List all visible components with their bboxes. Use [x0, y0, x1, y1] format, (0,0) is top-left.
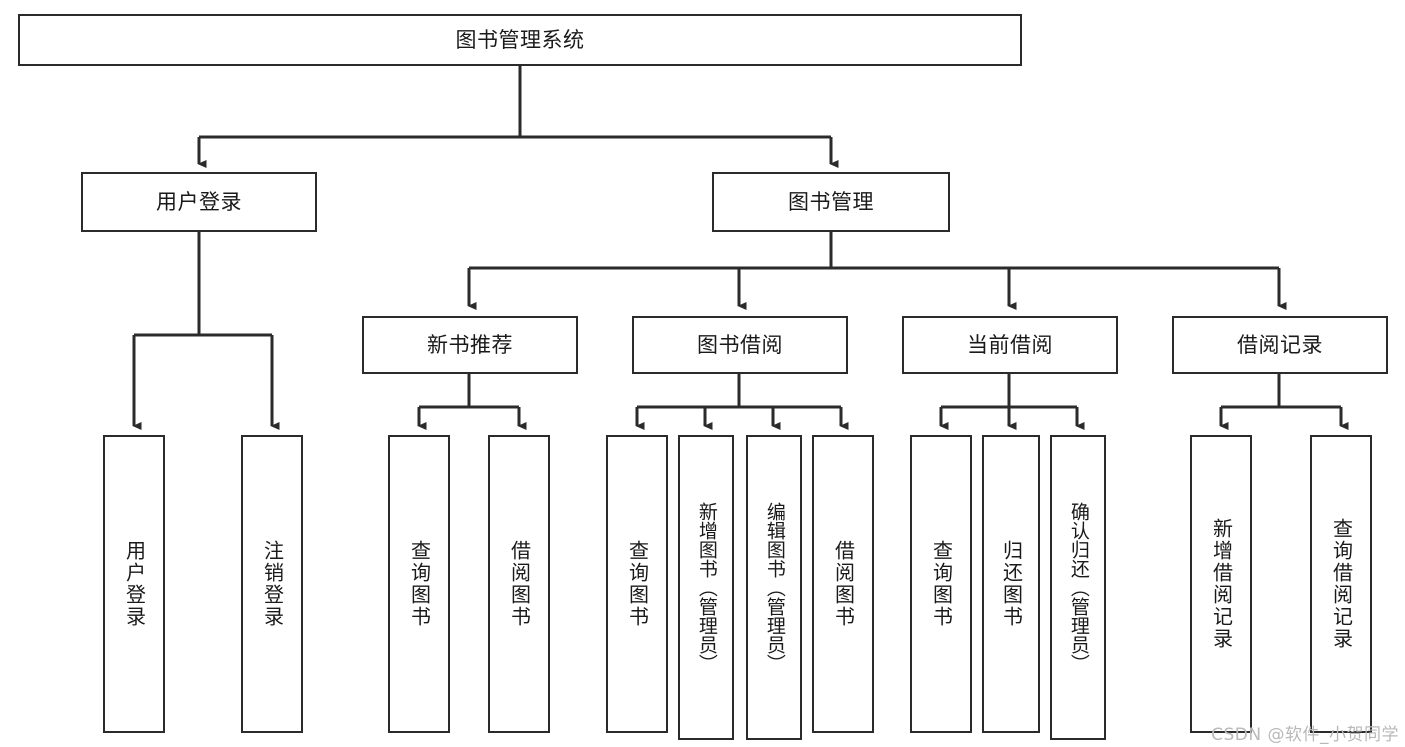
node-label: 当前借阅 — [967, 332, 1053, 357]
leaf-confirm-return-admin[interactable]: 确认归还（管理员） — [1050, 435, 1106, 740]
node-book-management[interactable]: 图书管理 — [712, 172, 950, 232]
node-label: 查询图书 — [929, 540, 954, 628]
node-label: 图书管理系统 — [455, 27, 585, 52]
node-label: 注销登录 — [260, 540, 285, 628]
leaf-user-login[interactable]: 用户登录 — [103, 435, 165, 733]
leaf-query-book-new-recommendation[interactable]: 查询图书 — [388, 435, 450, 733]
node-label: 新增借阅记录 — [1209, 518, 1234, 650]
leaf-edit-book-admin[interactable]: 编辑图书（管理员） — [746, 435, 802, 740]
node-label: 新书推荐 — [427, 332, 513, 357]
leaf-borrow-book[interactable]: 借阅图书 — [812, 435, 874, 733]
node-current-borrow[interactable]: 当前借阅 — [902, 316, 1118, 374]
node-user-login[interactable]: 用户登录 — [81, 172, 317, 232]
node-label: 借阅记录 — [1237, 332, 1323, 357]
node-label: 借阅图书 — [831, 540, 856, 628]
node-label: 编辑图书（管理员） — [763, 502, 786, 673]
leaf-query-borrow-record[interactable]: 查询借阅记录 — [1310, 435, 1372, 733]
leaf-return-book[interactable]: 归还图书 — [982, 435, 1040, 733]
leaf-borrow-book-new-recommendation[interactable]: 借阅图书 — [488, 435, 550, 733]
node-book-borrow[interactable]: 图书借阅 — [632, 316, 848, 374]
node-label: 用户登录 — [156, 189, 242, 214]
node-label: 查询借阅记录 — [1329, 518, 1354, 650]
node-label: 借阅图书 — [507, 540, 532, 628]
node-borrow-record[interactable]: 借阅记录 — [1172, 316, 1388, 374]
leaf-query-book-borrow[interactable]: 查询图书 — [606, 435, 668, 733]
node-label: 用户登录 — [122, 540, 147, 628]
leaf-query-book-current[interactable]: 查询图书 — [910, 435, 972, 733]
leaf-add-book-admin[interactable]: 新增图书（管理员） — [678, 435, 734, 740]
node-new-book-recommendation[interactable]: 新书推荐 — [362, 316, 578, 374]
leaf-add-borrow-record[interactable]: 新增借阅记录 — [1190, 435, 1252, 733]
node-label: 图书管理 — [788, 189, 874, 214]
leaf-logout[interactable]: 注销登录 — [241, 435, 303, 733]
node-root-book-management-system[interactable]: 图书管理系统 — [18, 14, 1022, 66]
watermark-text: CSDN @软件_小贺同学 — [1211, 725, 1399, 745]
node-label: 查询图书 — [407, 540, 432, 628]
node-label: 查询图书 — [625, 540, 650, 628]
node-label: 归还图书 — [999, 540, 1024, 628]
node-label: 确认归还（管理员） — [1067, 502, 1090, 673]
node-label: 新增图书（管理员） — [695, 502, 718, 673]
node-label: 图书借阅 — [697, 332, 783, 357]
